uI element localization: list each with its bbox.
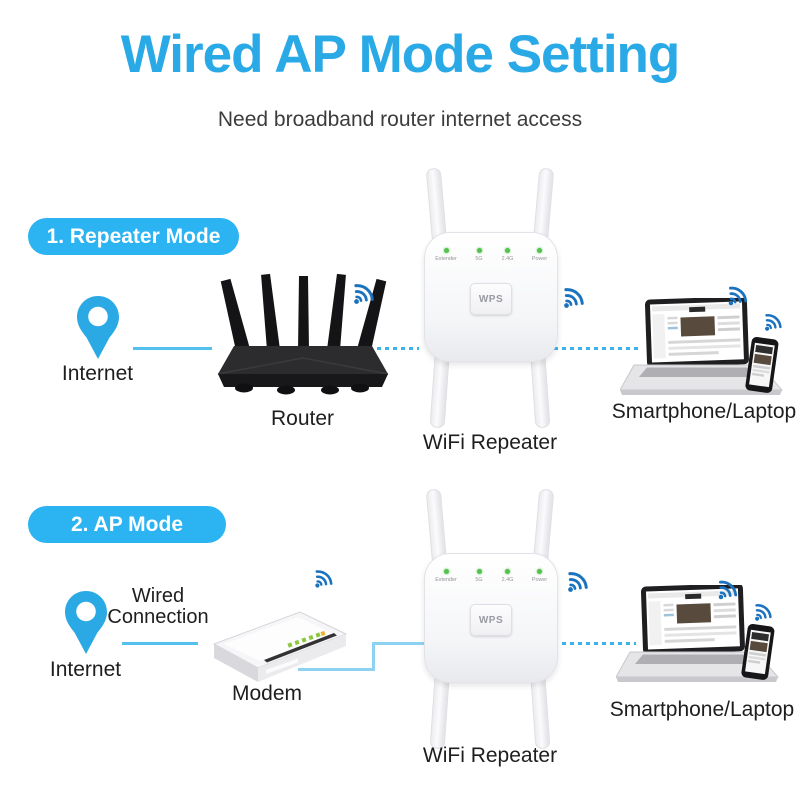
- location-pin-icon: [77, 296, 119, 359]
- connector-line-solid: [122, 642, 198, 645]
- wps-button: WPS: [470, 283, 512, 315]
- extender-led: Extender: [434, 248, 458, 262]
- modem-device: [213, 611, 347, 683]
- wired-connection-label: Wired Connection: [107, 585, 209, 628]
- wps-button: WPS: [470, 604, 512, 636]
- router-label: Router: [270, 407, 335, 430]
- wifi-repeater-label: WiFi Repeater: [422, 744, 558, 767]
- badge-ap-mode: 2. AP Mode: [28, 506, 226, 543]
- 2-4g-led: 2.4G: [501, 569, 514, 583]
- wired-connector-line: [298, 668, 375, 671]
- page-title: Wired AP Mode Setting: [120, 25, 681, 84]
- repeater-led-row: Extender 5G 2.4G Power: [434, 569, 548, 583]
- page-subtitle: Need broadband router internet access: [217, 108, 583, 131]
- wifi-signal-icon: [301, 559, 343, 602]
- wired-connector-line: [372, 642, 426, 645]
- modem-label: Modem: [231, 682, 303, 705]
- badge-repeater-mode: 1. Repeater Mode: [28, 218, 239, 255]
- connector-line-dashed: [554, 347, 638, 350]
- repeater-body: Extender 5G 2.4G Power WPS: [424, 553, 558, 683]
- internet-label: Internet: [61, 362, 134, 385]
- smartphone-laptop-label: Smartphone/Laptop: [611, 400, 797, 423]
- connector-line-dashed: [337, 347, 419, 350]
- wifi-repeater-device: Extender 5G 2.4G Power WPS: [424, 488, 558, 751]
- wired-connector-line: [372, 644, 375, 671]
- wifi-repeater-device: Extender 5G 2.4G Power WPS: [424, 167, 558, 430]
- 2-4g-led: 2.4G: [501, 248, 514, 262]
- connector-line-dashed: [554, 642, 636, 645]
- internet-label: Internet: [49, 658, 122, 681]
- 5g-led: 5G: [475, 569, 483, 583]
- extender-led: Extender: [434, 569, 458, 583]
- wifi-signal-icon: [552, 559, 600, 607]
- connector-line-solid: [133, 347, 212, 350]
- power-led: Power: [531, 569, 548, 583]
- power-led: Power: [531, 248, 548, 262]
- repeater-led-row: Extender 5G 2.4G Power: [434, 248, 548, 262]
- repeater-body: Extender 5G 2.4G Power WPS: [424, 232, 558, 362]
- smartphone-laptop-label: Smartphone/Laptop: [609, 698, 795, 721]
- 5g-led: 5G: [475, 248, 483, 262]
- wifi-repeater-label: WiFi Repeater: [422, 431, 558, 454]
